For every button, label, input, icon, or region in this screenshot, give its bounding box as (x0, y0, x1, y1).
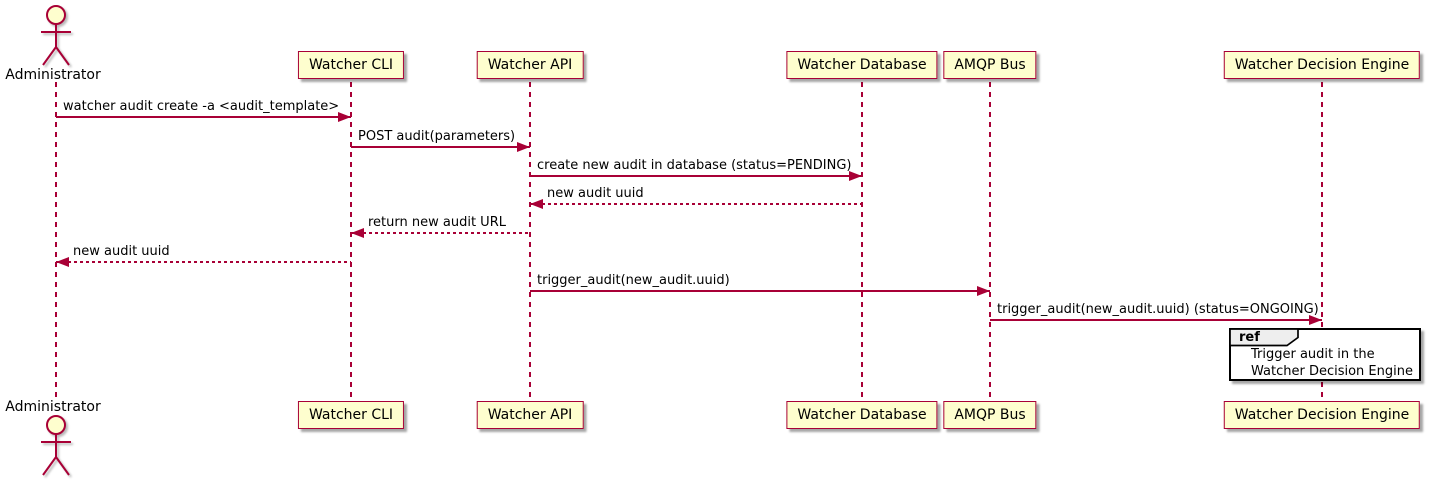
lifeline-administrator (55, 82, 57, 401)
ref-text: Trigger audit in the Watcher Decision En… (1251, 347, 1413, 380)
message-line-4 (351, 232, 530, 234)
participant-bottom-watcher-api: Watcher API (476, 401, 584, 429)
lifeline-watcher-decision-engine (1321, 82, 1323, 401)
lifeline-amqp-bus (989, 82, 991, 401)
actor-label-bottom: Administrator (5, 399, 101, 415)
participant-bottom-watcher-cli: Watcher CLI (297, 401, 405, 429)
message-line-2 (530, 175, 862, 177)
actor-icon (41, 415, 71, 476)
participant-top-watcher-cli: Watcher CLI (297, 51, 405, 79)
participant-top-amqp-bus: AMQP Bus (943, 51, 1037, 79)
arrowhead-icon-7 (1309, 315, 1322, 325)
participant-top-watcher-decision-engine: Watcher Decision Engine (1223, 51, 1421, 79)
message-label-4: return new audit URL (368, 215, 506, 230)
actor-icon (41, 5, 71, 66)
actor-label-top: Administrator (5, 67, 101, 83)
message-label-6: trigger_audit(new_audit.uuid) (537, 273, 730, 288)
message-line-1 (351, 146, 530, 148)
ref-keyword: ref (1239, 330, 1260, 345)
arrowhead-icon-0 (338, 112, 351, 122)
message-line-3 (530, 203, 862, 205)
actor-figure-top-administrator (34, 4, 78, 72)
message-label-5: new audit uuid (73, 244, 170, 259)
arrowhead-icon-2 (849, 171, 862, 181)
arrowhead-icon-4 (351, 228, 364, 238)
lifeline-watcher-database (861, 82, 863, 401)
message-line-6 (530, 290, 990, 292)
lifeline-watcher-api (529, 82, 531, 401)
arrowhead-icon-6 (977, 286, 990, 296)
participant-top-watcher-database: Watcher Database (786, 51, 938, 79)
message-label-7: trigger_audit(new_audit.uuid) (status=ON… (997, 302, 1319, 317)
participant-bottom-watcher-database: Watcher Database (786, 401, 938, 429)
message-label-1: POST audit(parameters) (358, 129, 516, 144)
participant-bottom-amqp-bus: AMQP Bus (943, 401, 1037, 429)
ref-fragment: ref Trigger audit in the Watcher Decisio… (1229, 328, 1421, 381)
message-label-3: new audit uuid (547, 186, 644, 201)
ref-text-line1: Trigger audit in the (1251, 347, 1375, 362)
message-line-7 (990, 319, 1322, 321)
arrowhead-icon-5 (56, 257, 69, 267)
actor-figure-bottom-administrator (34, 414, 78, 482)
arrowhead-icon-1 (517, 142, 530, 152)
ref-tag-pentagon-icon (1229, 328, 1299, 347)
participant-bottom-watcher-decision-engine: Watcher Decision Engine (1223, 401, 1421, 429)
arrowhead-icon-3 (530, 199, 543, 209)
message-label-2: create new audit in database (status=PEN… (537, 158, 852, 173)
lifeline-watcher-cli (350, 82, 352, 401)
message-line-0 (56, 116, 351, 118)
ref-text-line2: Watcher Decision Engine (1251, 363, 1413, 379)
message-label-0: watcher audit create -a <audit_template> (63, 99, 340, 114)
message-line-5 (56, 261, 351, 263)
participant-top-watcher-api: Watcher API (476, 51, 584, 79)
